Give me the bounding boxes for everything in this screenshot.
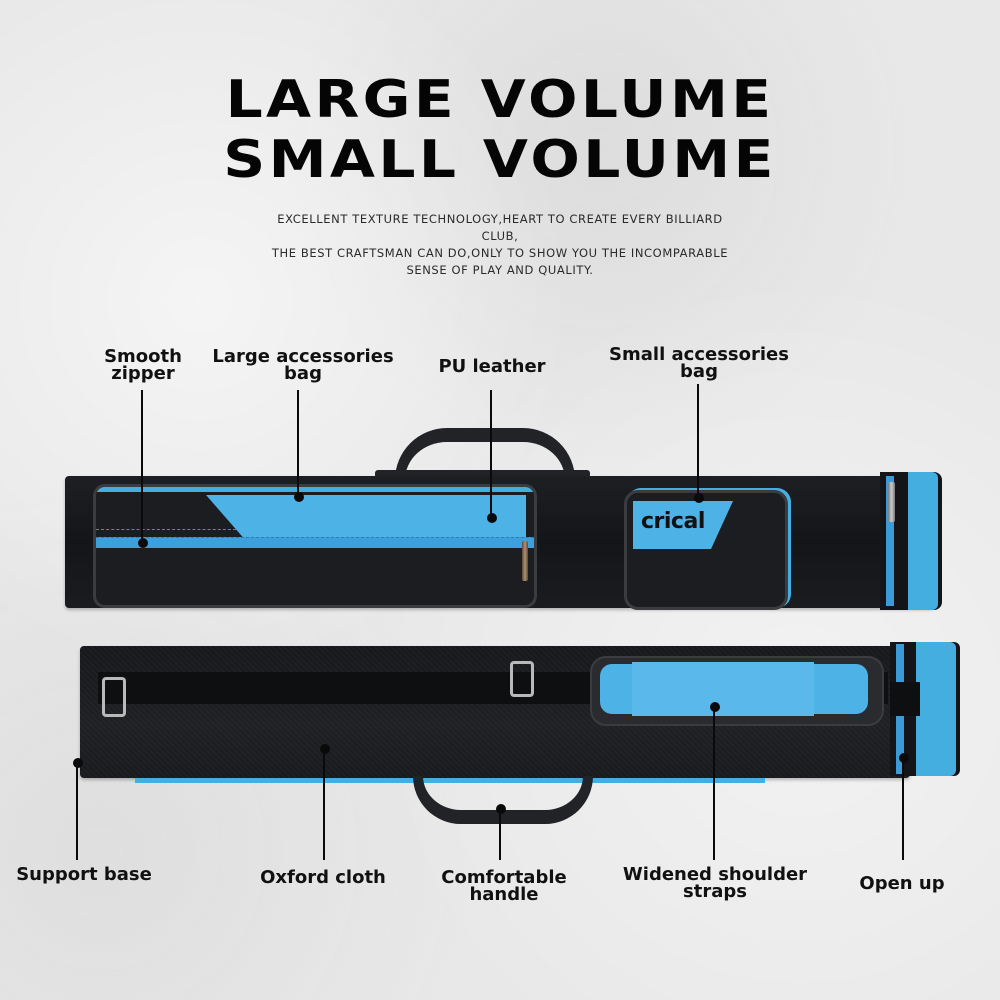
subtitle: EXCELLENT TEXTURE TECHNOLOGY,HEART TO CR…: [240, 211, 760, 279]
zipper-pull-icon: [888, 482, 895, 522]
callout-support-base: Support base: [16, 864, 152, 885]
strap-loop: [890, 682, 920, 716]
leader-line-large-bag: [297, 390, 299, 497]
callout-dot: [138, 538, 148, 548]
zipper-pull-icon: [522, 541, 528, 581]
callout-smooth-zipper: Smooth zipper: [104, 346, 182, 384]
brand-logo: crical: [641, 509, 705, 534]
case-end-cap-back: [890, 642, 960, 776]
end-cap-band: [908, 472, 938, 610]
pocket-trim: [96, 487, 534, 492]
handle-base: [375, 470, 590, 478]
callout-comfortable-handle: Comfortable handle: [441, 867, 567, 905]
pu-leather-panel: [206, 495, 526, 539]
callout-dot: [694, 493, 704, 503]
callout-dot: [294, 492, 304, 502]
callout-oxford-cloth: Oxford cloth: [260, 867, 386, 888]
large-accessories-pocket: [93, 484, 537, 608]
subtitle-line-1: EXCELLENT TEXTURE TECHNOLOGY,HEART TO CR…: [277, 212, 723, 226]
leader-line-small-bag: [697, 384, 699, 498]
leader-line-oxford-cloth: [323, 749, 325, 860]
end-cap-band: [916, 642, 956, 776]
callout-dot: [320, 744, 330, 754]
callout-pu-leather: PU leather: [438, 356, 546, 377]
stitching: [96, 529, 236, 530]
strap-buckle-icon: [102, 677, 126, 717]
subtitle-line-2: CLUB,: [481, 229, 519, 243]
callout-dot: [73, 758, 83, 768]
pocket-zipper: [96, 537, 534, 548]
end-cap-zipper: [886, 476, 894, 606]
leader-line-handle: [499, 809, 501, 860]
callout-dot: [899, 753, 909, 763]
callout-large-accessories-bag: Large accessories bag: [212, 346, 394, 384]
bottom-carry-handle: [413, 776, 593, 824]
callout-dot: [487, 513, 497, 523]
shoulder-pad: [590, 656, 884, 726]
callout-small-accessories-bag: Small accessories bag: [609, 344, 789, 382]
leader-line-open-up: [902, 758, 904, 860]
shoulder-pad-center: [632, 662, 814, 716]
subtitle-line-3: THE BEST CRAFTSMAN CAN DO,ONLY TO SHOW Y…: [271, 246, 729, 260]
callout-dot: [710, 702, 720, 712]
leader-line-pu-leather: [490, 390, 492, 518]
headline-line-1: LARGE VOLUME: [225, 70, 775, 130]
small-accessories-pocket: crical: [624, 490, 788, 610]
headline-line-2: SMALL VOLUME: [223, 130, 777, 190]
leader-line-smooth-zipper: [141, 390, 143, 543]
strap-adjuster-icon: [510, 661, 534, 697]
leader-line-shoulder-straps: [713, 707, 715, 860]
callout-dot: [496, 804, 506, 814]
callout-widened-shoulder-straps: Widened shoulder straps: [622, 864, 808, 902]
subtitle-line-4: SENSE OF PLAY AND QUALITY.: [406, 263, 594, 277]
leader-line-support-base: [76, 763, 78, 860]
case-end-cap-front: [880, 472, 942, 610]
callout-open-up: Open up: [859, 873, 945, 894]
